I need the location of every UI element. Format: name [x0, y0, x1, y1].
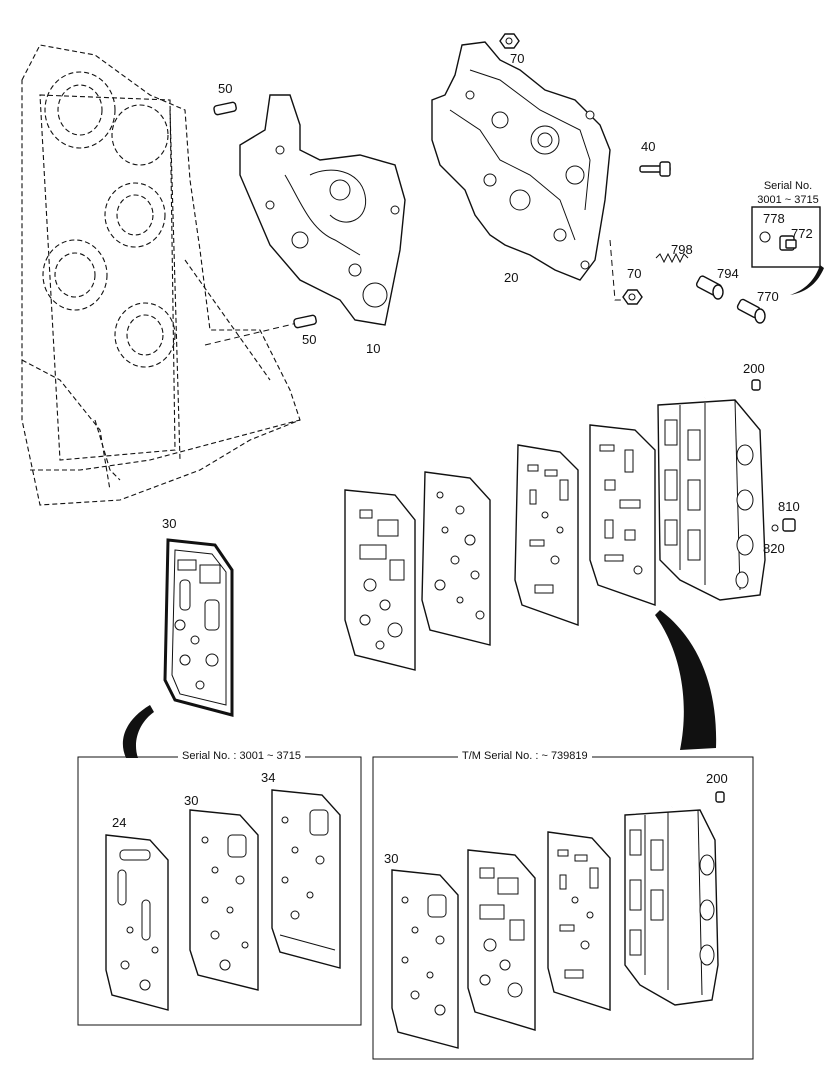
- plunger-794: [695, 275, 724, 300]
- plate-30-right-inset: [391, 869, 459, 1049]
- part-label: 30: [184, 793, 199, 808]
- valve-plate-stack-1: [344, 489, 416, 671]
- serial-note-small: Serial No. 3001 ~ 3715: [752, 180, 824, 208]
- serial-note-line2: 3001 ~ 3715: [757, 193, 819, 206]
- part-label: 778: [763, 211, 785, 226]
- gasket-10: [239, 94, 406, 326]
- part-label: 50: [302, 332, 317, 347]
- part-label: 770: [757, 289, 779, 304]
- valve-body-block-inset: [624, 809, 719, 1006]
- serial-note-line1: Serial No.: [763, 180, 813, 192]
- curved-arrow-right: [655, 610, 717, 750]
- valve-plate-stack-3: [514, 444, 579, 626]
- part-label: 200: [743, 361, 765, 376]
- part-label: 40: [641, 139, 656, 154]
- part-label: 798: [671, 242, 693, 257]
- valve-plate-stack-4: [589, 424, 656, 606]
- inset-title-right: T/M Serial No. : ~ 739819: [458, 751, 592, 762]
- long-bolt-200-inset: [671, 791, 725, 809]
- serial-inset-small: [751, 206, 824, 295]
- o-ring-820: [771, 524, 779, 532]
- transmission-housing: [21, 44, 301, 506]
- spring-798: [655, 252, 689, 264]
- nut-70-bottom: [622, 289, 643, 305]
- part-label: 50: [218, 81, 233, 96]
- long-bolt-200-top: [704, 379, 761, 400]
- part-label: 772: [791, 226, 813, 241]
- dowel-pin-50-bottom: [293, 314, 317, 329]
- housing-cover-20: [431, 41, 611, 281]
- part-label: 820: [763, 541, 785, 556]
- part-label: 20: [504, 270, 519, 285]
- part-label: 30: [384, 851, 399, 866]
- nut-70-top: [499, 33, 520, 49]
- plug-810: [782, 518, 796, 532]
- leader-line: [204, 319, 311, 346]
- part-label: 810: [778, 499, 800, 514]
- plate-34: [271, 789, 341, 969]
- part-label: 30: [162, 516, 177, 531]
- part-label: 70: [510, 51, 525, 66]
- plug-770: [736, 298, 766, 324]
- plate-30-left-inset: [189, 809, 259, 991]
- valve-plate-inset-2: [547, 831, 611, 1011]
- part-label: 34: [261, 770, 276, 785]
- part-label: 794: [717, 266, 739, 281]
- bolt-40: [639, 161, 671, 177]
- gasket-30-dark: [163, 538, 234, 717]
- part-label: 10: [366, 341, 381, 356]
- valve-plate-stack-2: [421, 471, 491, 646]
- inset-title-left: Serial No. : 3001 ~ 3715: [178, 751, 305, 762]
- part-label: 200: [706, 771, 728, 786]
- curved-arrow-left: [122, 705, 154, 758]
- part-label: 24: [112, 815, 127, 830]
- valve-body-block-top: [657, 399, 766, 601]
- part-label: 70: [627, 266, 642, 281]
- plate-24: [105, 834, 169, 1011]
- dowel-pin-50-top: [213, 101, 237, 116]
- valve-plate-inset-1: [467, 849, 536, 1031]
